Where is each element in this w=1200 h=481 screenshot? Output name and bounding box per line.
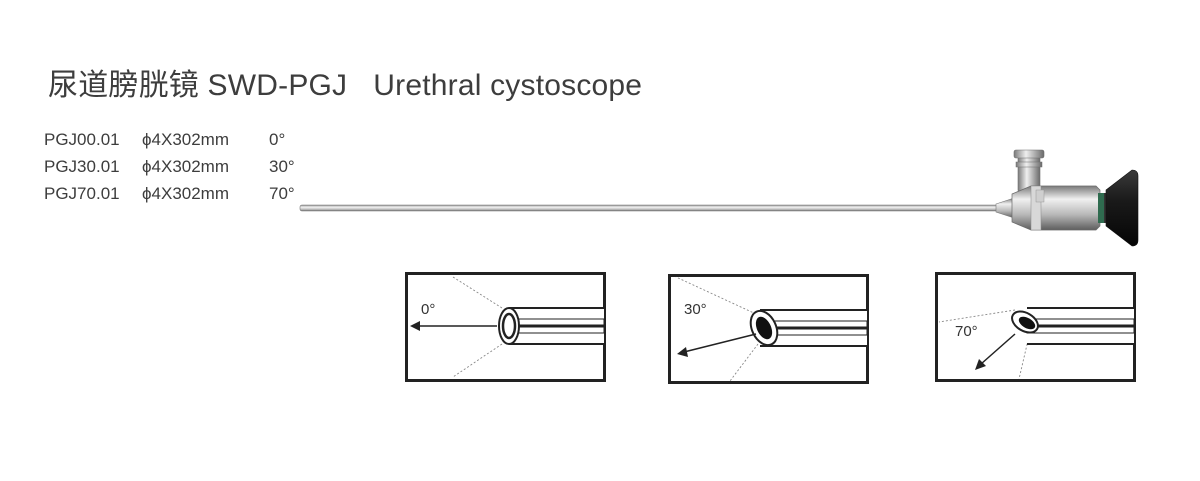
model-angle: 70°: [269, 184, 295, 203]
page-title: 尿道膀胱镜 SWD-PGJ Urethral cystoscope: [48, 60, 642, 104]
model-code: PGJ30.01: [44, 157, 120, 176]
model-code: PGJ00.01: [44, 130, 120, 149]
view-diagram-0: 0°: [405, 272, 606, 382]
model-angle: 0°: [269, 130, 286, 149]
title-en: Urethral cystoscope: [373, 69, 643, 102]
angle-label-0: 0°: [421, 301, 436, 318]
model-size: ϕ4X302mm: [142, 157, 230, 176]
angle-label-30: 30°: [684, 301, 707, 318]
model-row: PGJ00.01 ϕ4X302mm 0°: [44, 126, 309, 153]
model-row: PGJ70.01 ϕ4X302mm 70°: [44, 180, 309, 207]
cystoscope-image: [296, 140, 1146, 257]
model-angle: 30°: [269, 157, 295, 176]
model-size: ϕ4X302mm: [142, 130, 230, 149]
green-ring: [1098, 193, 1104, 223]
scope-nose: [995, 197, 1015, 219]
model-row: PGJ30.01 ϕ4X302mm 30°: [44, 153, 309, 180]
angle-label-70: 70°: [955, 323, 978, 340]
scope-body: [1011, 185, 1101, 231]
model-list: PGJ00.01 ϕ4X302mm 0° PGJ30.01 ϕ4X302mm 3…: [44, 126, 309, 207]
title-cn: 尿道膀胱镜 SWD-PGJ: [48, 69, 348, 102]
scope-shaft: [299, 204, 1001, 212]
view-diagram-70: 70°: [935, 272, 1136, 382]
model-size: ϕ4X302mm: [142, 184, 230, 203]
eyepiece: [1105, 169, 1139, 247]
model-code: PGJ70.01: [44, 184, 120, 203]
view-diagram-30: 30°: [668, 274, 869, 384]
